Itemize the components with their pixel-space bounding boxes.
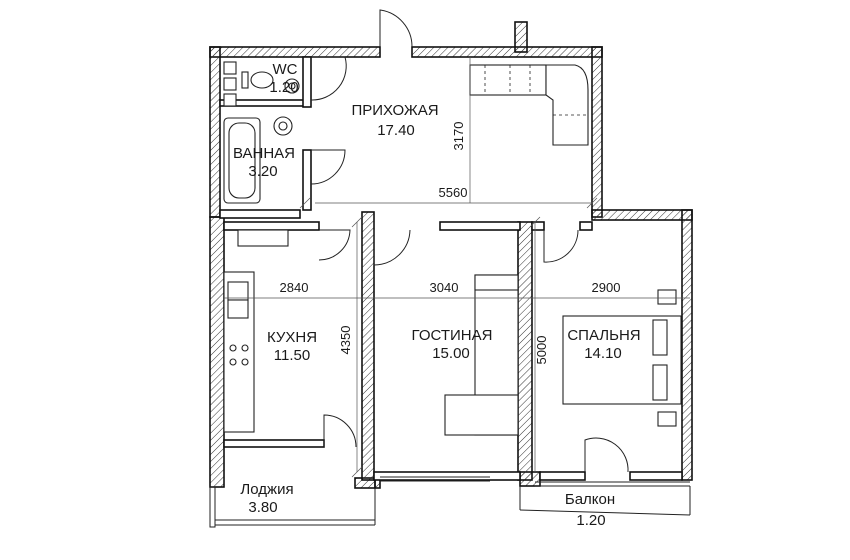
wc-door	[310, 56, 347, 101]
living-door	[373, 229, 411, 266]
loggia-door	[323, 414, 357, 448]
living-name: ГОСТИНАЯ	[412, 327, 493, 344]
fixtures	[223, 61, 682, 436]
bath-door	[310, 149, 346, 185]
bedroom-area: 14.10	[584, 345, 622, 362]
hall-name: ПРИХОЖАЯ	[351, 102, 438, 119]
balcony-name: Балкон	[565, 491, 615, 508]
dim-hall-width: 5560	[439, 185, 468, 200]
bath-area: 3.20	[248, 163, 277, 180]
dim-bedroom-width: 2900	[592, 280, 621, 295]
window-glazing	[209, 476, 691, 528]
dimension-labels: 5560 3170 2840 4350 3040 2900 5000	[280, 122, 621, 365]
bedroom-door	[543, 229, 579, 263]
kitchen-area: 11.50	[274, 347, 310, 364]
bed-icon	[562, 289, 682, 427]
dim-living-width: 3040	[430, 280, 459, 295]
wc-name: WC	[273, 61, 298, 78]
kitchen-name: КУХНЯ	[267, 329, 317, 346]
dim-hall-depth: 3170	[451, 122, 466, 151]
living-sofa-icon	[444, 274, 519, 436]
bath-name: ВАННАЯ	[233, 145, 295, 162]
toilet-icon	[250, 71, 274, 89]
bedroom-name: СПАЛЬНЯ	[567, 327, 640, 344]
wc-area: 1.20	[269, 79, 298, 96]
loggia-area: 3.80	[248, 499, 277, 516]
entrance-door	[379, 9, 413, 48]
exterior-walls	[209, 21, 693, 489]
doors	[310, 9, 629, 473]
loggia-name: Лоджия	[240, 481, 293, 498]
dim-kitchen-depth: 4350	[338, 326, 353, 355]
dimension-lines	[224, 57, 690, 478]
balcony-area: 1.20	[576, 512, 605, 529]
hall-area: 17.40	[377, 122, 415, 139]
dim-kitchen-width: 2840	[280, 280, 309, 295]
living-area: 15.00	[432, 345, 470, 362]
room-labels: WC 1.20 ВАННАЯ 3.20 ПРИХОЖАЯ 17.40 КУХНЯ…	[233, 61, 641, 529]
balcony-door	[584, 437, 629, 473]
corner-sofa-icon	[469, 64, 589, 146]
dim-bedroom-depth: 5000	[534, 336, 549, 365]
partition-walls	[219, 56, 683, 481]
kitchen-door	[318, 229, 351, 261]
